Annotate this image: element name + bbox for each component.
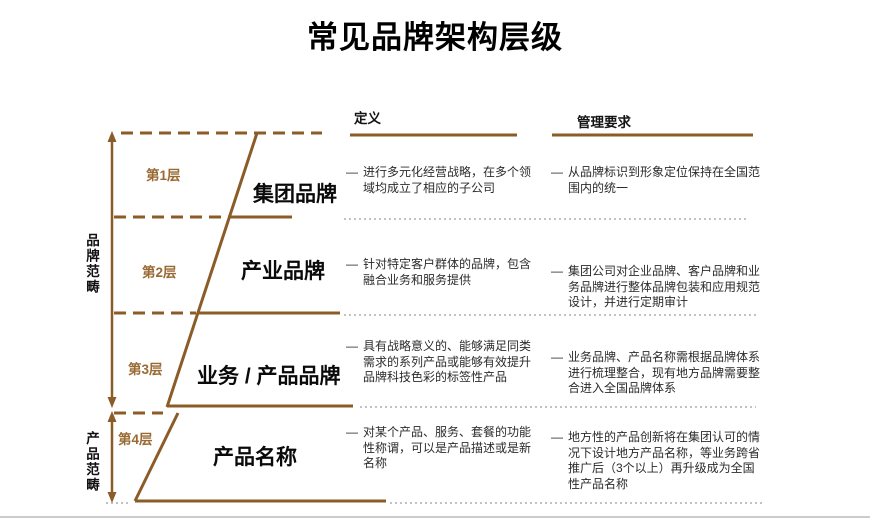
layer-title-business-product-brand: 业务 / 产品品牌 <box>197 365 341 388</box>
bullet-dash: — <box>551 430 563 444</box>
product-scope-label: 产品范畴 <box>84 431 99 493</box>
layer-title-product-name: 产品名称 <box>213 446 297 469</box>
bullet-dash: — <box>551 264 563 278</box>
management-text-row-4: — 地方性的产品创新将在集团认可的情况下设计地方产品名称，等业务跨省推广后（3个… <box>551 430 762 492</box>
bullet-dash: — <box>346 339 358 353</box>
management-body: 从品牌标识到形象定位保持在全国范围内的统一 <box>568 165 761 195</box>
column-header-management: 管理要求 <box>577 115 631 130</box>
management-body: 地方性的产品创新将在集团认可的情况下设计地方产品名称，等业务跨省推广后（3个以上… <box>568 430 761 491</box>
level-2-label: 第2层 <box>142 265 177 280</box>
definition-text-row-4: — 对某个产品、服务、套餐的功能性称谓，可以是产品描述或是新名称 <box>346 425 533 472</box>
brand-scope-arrow-icon <box>107 131 117 408</box>
definition-body: 进行多元化经营战略，在多个领域均成立了相应的子公司 <box>363 165 532 195</box>
management-text-row-3: — 业务品牌、产品名称需根据品牌体系进行梳理整合，现有地方品牌需要整合进入全国品… <box>551 350 762 397</box>
level-1-label: 第1层 <box>146 168 181 183</box>
bullet-dash: — <box>346 257 358 271</box>
bullet-dash: — <box>551 165 563 179</box>
row-separator-dotted-lines <box>106 218 762 504</box>
management-body: 集团公司对企业品牌、客户品牌和业务品牌进行整体品牌包装和应用规范设计，并进行定期… <box>568 264 761 309</box>
column-header-definition: 定义 <box>354 111 381 126</box>
definition-body: 对某个产品、服务、套餐的功能性称谓，可以是产品描述或是新名称 <box>363 425 532 470</box>
management-body: 业务品牌、产品名称需根据品牌体系进行梳理整合，现有地方品牌需要整合进入全国品牌体… <box>568 350 761 395</box>
definition-body: 具有战略意义的、能够满足同类需求的系列产品或能够有效提升品牌科技色彩的标签性产品 <box>363 339 532 384</box>
level-3-label: 第3层 <box>128 362 163 377</box>
staircase-diagonal-lines <box>133 132 259 502</box>
management-text-row-2: — 集团公司对企业品牌、客户品牌和业务品牌进行整体品牌包装和应用规范设计，并进行… <box>551 264 762 311</box>
layer-boundary-dashed-lines <box>114 131 322 415</box>
definition-text-row-1: — 进行多元化经营战略，在多个领域均成立了相应的子公司 <box>346 165 533 196</box>
definition-text-row-3: — 具有战略意义的、能够满足同类需求的系列产品或能够有效提升品牌科技色彩的标签性… <box>346 339 533 386</box>
layer-shelf-lines <box>135 215 386 503</box>
bullet-dash: — <box>346 425 358 439</box>
management-text-row-1: — 从品牌标识到形象定位保持在全国范围内的统一 <box>551 165 762 196</box>
bullet-dash: — <box>346 165 358 179</box>
bullet-dash: — <box>551 350 563 364</box>
product-scope-arrow-icon <box>107 411 117 503</box>
level-4-label: 第4层 <box>118 432 153 447</box>
definition-text-row-2: — 针对特定客户群体的品牌，包含融合业务和服务提供 <box>346 257 533 288</box>
layer-title-industry-brand: 产业品牌 <box>241 260 325 283</box>
page-title: 常见品牌架构层级 <box>307 20 563 55</box>
layer-title-group-brand: 集团品牌 <box>253 183 337 206</box>
definition-body: 针对特定客户群体的品牌，包含融合业务和服务提供 <box>363 257 532 287</box>
brand-scope-label: 品牌范畴 <box>84 233 99 295</box>
